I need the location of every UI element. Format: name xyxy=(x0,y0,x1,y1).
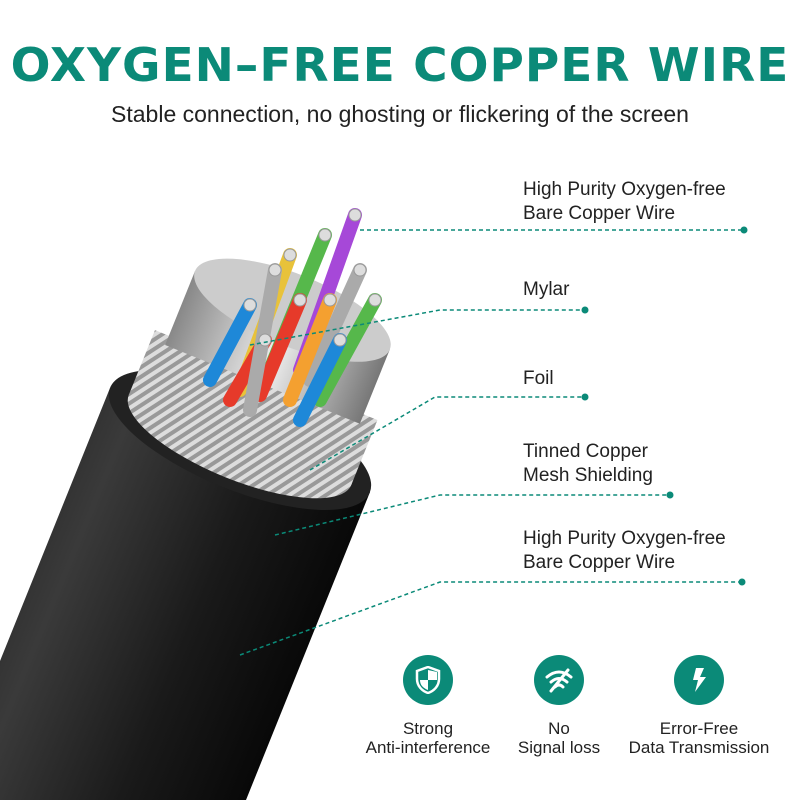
label-foil: Foil xyxy=(523,368,554,389)
page-subtitle: Stable connection, no ghosting or flicke… xyxy=(111,101,689,127)
leader-lines xyxy=(239,229,744,656)
lightning-icon xyxy=(674,655,724,705)
shield-icon xyxy=(403,655,453,705)
label-mylar: Mylar xyxy=(523,279,570,300)
leader-dots xyxy=(581,226,748,586)
wire-bundle xyxy=(203,208,382,427)
page-title: OXYGEN–FREE COPPER WIRE xyxy=(10,38,790,92)
no-signal-icon xyxy=(534,655,584,705)
